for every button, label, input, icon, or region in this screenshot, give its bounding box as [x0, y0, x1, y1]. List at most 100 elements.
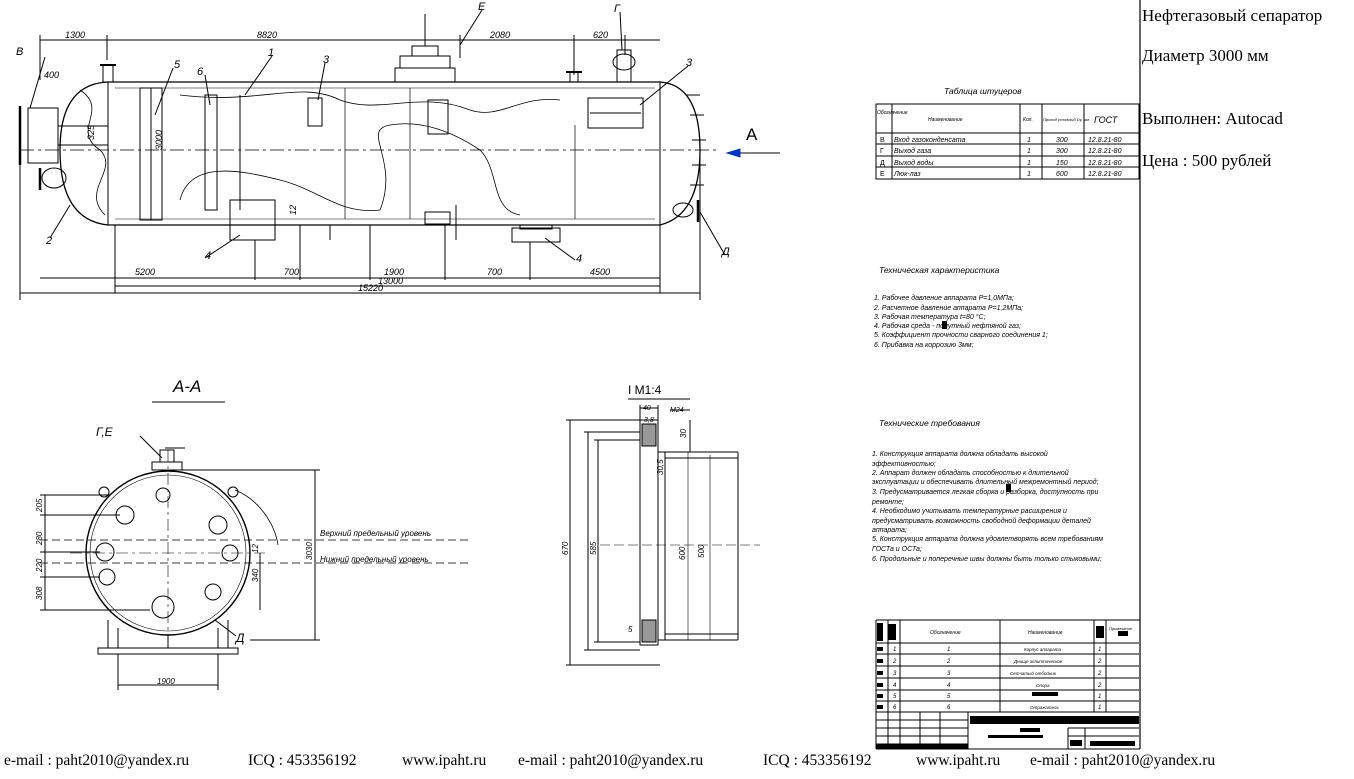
- tech-char-item: 5. Коэффициент прочности сварного соедин…: [874, 331, 1048, 339]
- tech-req-item: предусматривать возможность свободной де…: [872, 517, 1091, 525]
- tech-req-item: эксплуатации и обеспечивать длительный м…: [872, 478, 1099, 486]
- nozzle-label: Г,Е: [96, 425, 114, 439]
- leader-label: 2: [45, 235, 52, 247]
- dim-label: 585: [589, 541, 598, 555]
- tech-req-item: 5. Конструкция аппарата должна удовлетво…: [872, 535, 1103, 543]
- table-cell: 1: [1027, 160, 1031, 167]
- table-cell: 300: [1056, 148, 1068, 155]
- tech-req-item: 6. Продольные и поперечные швы должны бы…: [872, 555, 1102, 563]
- leader-label: 5: [174, 59, 181, 71]
- footer-email[interactable]: e-mail : paht2010@yandex.ru: [1030, 752, 1216, 769]
- dim-label: 400: [44, 70, 59, 80]
- table-cell: 3: [947, 671, 951, 677]
- product-software: Выполнен: Autocad: [1142, 109, 1283, 128]
- table-cell: 1: [1027, 148, 1031, 155]
- table-cell: 2: [1097, 683, 1102, 689]
- table-header: Обозначение: [877, 110, 908, 116]
- table-cell: Выход воды: [894, 159, 934, 167]
- leader-label: 1: [268, 47, 274, 59]
- table-cell: 12.8.21-80: [1088, 171, 1122, 178]
- tech-req-item: 4. Необходимо учитывать температурные ра…: [872, 507, 1067, 515]
- section-title: А-А: [172, 377, 201, 396]
- tech-char-item: 2. Расчетное давление аппарата Р=1,2МПа;: [873, 304, 1023, 312]
- footer-email[interactable]: e-mail : paht2010@yandex.ru: [518, 752, 704, 769]
- dim-label: 4500: [590, 267, 610, 277]
- table-cell: 5: [893, 694, 897, 700]
- table-cell: 2: [892, 659, 897, 665]
- dim-label: 308: [35, 586, 44, 600]
- table-cell: Люк-лаз: [893, 171, 921, 178]
- table-cell: Опора: [1036, 683, 1050, 688]
- table-cell: 4: [893, 683, 897, 689]
- table-cell: В: [880, 137, 885, 144]
- dim-label: 700: [487, 267, 502, 277]
- leader-label: 3: [686, 57, 693, 69]
- table-cell: Выход газа: [894, 147, 931, 155]
- dim-label: 220: [35, 558, 44, 573]
- dim-label: 670: [561, 541, 570, 555]
- footer-email[interactable]: e-mail : paht2010@yandex.ru: [4, 752, 190, 769]
- dim-label: М24: [670, 407, 684, 414]
- table-cell: Отражатель: [1030, 705, 1059, 710]
- dim-label: 1900: [384, 267, 404, 277]
- tech-req-item: 1. Конструкция аппарата должна обладать …: [872, 450, 1048, 458]
- dim-label: 12: [251, 544, 260, 553]
- table-cell: Вход газоконденсата: [894, 136, 966, 144]
- dim-label: 205: [35, 498, 44, 513]
- dim-label: 600: [678, 546, 687, 560]
- leader-label: Г: [614, 3, 621, 15]
- table-cell: 150: [1056, 160, 1068, 167]
- table-cell: 4: [947, 683, 951, 689]
- dim-label: 40: [643, 405, 651, 412]
- dim-label: 3030: [305, 542, 314, 560]
- dim-label: 700: [284, 267, 299, 277]
- tech-char-item: 3. Рабочая температура t=80 °С;: [874, 313, 986, 321]
- table-cell: 2: [1097, 671, 1102, 677]
- table-cell: 300: [1056, 137, 1068, 144]
- dim-label: 280: [35, 531, 44, 546]
- detail-title: I М1:4: [628, 383, 662, 397]
- dim-label: 15220: [358, 283, 383, 293]
- footer-site[interactable]: www.ipaht.ru: [916, 752, 1001, 769]
- dim-label: 325: [86, 124, 96, 140]
- leader-label: Д: [234, 631, 245, 645]
- footer-icq: ICQ : 453356192: [763, 752, 872, 769]
- table-cell: Е: [880, 171, 885, 178]
- dim-label: 30: [679, 429, 688, 438]
- table-cell: 5: [947, 694, 951, 700]
- table-cell: 2: [946, 659, 951, 665]
- table-cell: 6: [893, 705, 897, 711]
- dim-label: 2080: [489, 30, 510, 40]
- table-cell: 1: [1098, 694, 1101, 700]
- footer-icq: ICQ : 453356192: [248, 752, 357, 769]
- dim-label: 340: [251, 568, 260, 582]
- dim-label: 5: [628, 625, 633, 634]
- product-price: Цена : 500 рублей: [1142, 151, 1272, 170]
- footer-contacts: e-mail : paht2010@yandex.ru ICQ : 453356…: [0, 752, 1354, 774]
- dim-label: 3,8: [644, 417, 654, 424]
- tech-req-item: ремонте;: [871, 499, 904, 506]
- footer-site[interactable]: www.ipaht.ru: [402, 752, 487, 769]
- table-cell: Днище эллиптическое: [1013, 659, 1063, 664]
- leader-label: 4: [576, 253, 582, 265]
- table-cell: 1: [947, 647, 950, 653]
- view-arrow-label: А: [746, 125, 758, 144]
- table-cell: 1: [893, 647, 896, 653]
- table-header: Наименование: [928, 117, 963, 123]
- table-cell: 1: [1027, 137, 1031, 144]
- product-diameter: Диаметр 3000 мм: [1142, 46, 1269, 65]
- table-cell: 1: [1027, 171, 1031, 178]
- table-cell: 1: [1098, 705, 1101, 711]
- leader-label: Д: [720, 246, 730, 258]
- tech-req-item: 2. Аппарат должен обладать способностью …: [871, 469, 1069, 477]
- tech-req-item: 3. Предусматривается легкая сборка и раз…: [872, 488, 1098, 496]
- leader-label: 4: [205, 250, 211, 262]
- table-cell: 2: [1097, 659, 1102, 665]
- table-header: ГОСТ: [1094, 115, 1119, 125]
- dim-label: 13000: [378, 276, 403, 286]
- product-title: Нефтегазовый сепаратор: [1142, 6, 1323, 25]
- table-title: Таблица штуцеров: [944, 86, 1022, 96]
- dim-label: 3000: [154, 130, 164, 150]
- table-cell: Корпус аппарата: [1024, 647, 1061, 652]
